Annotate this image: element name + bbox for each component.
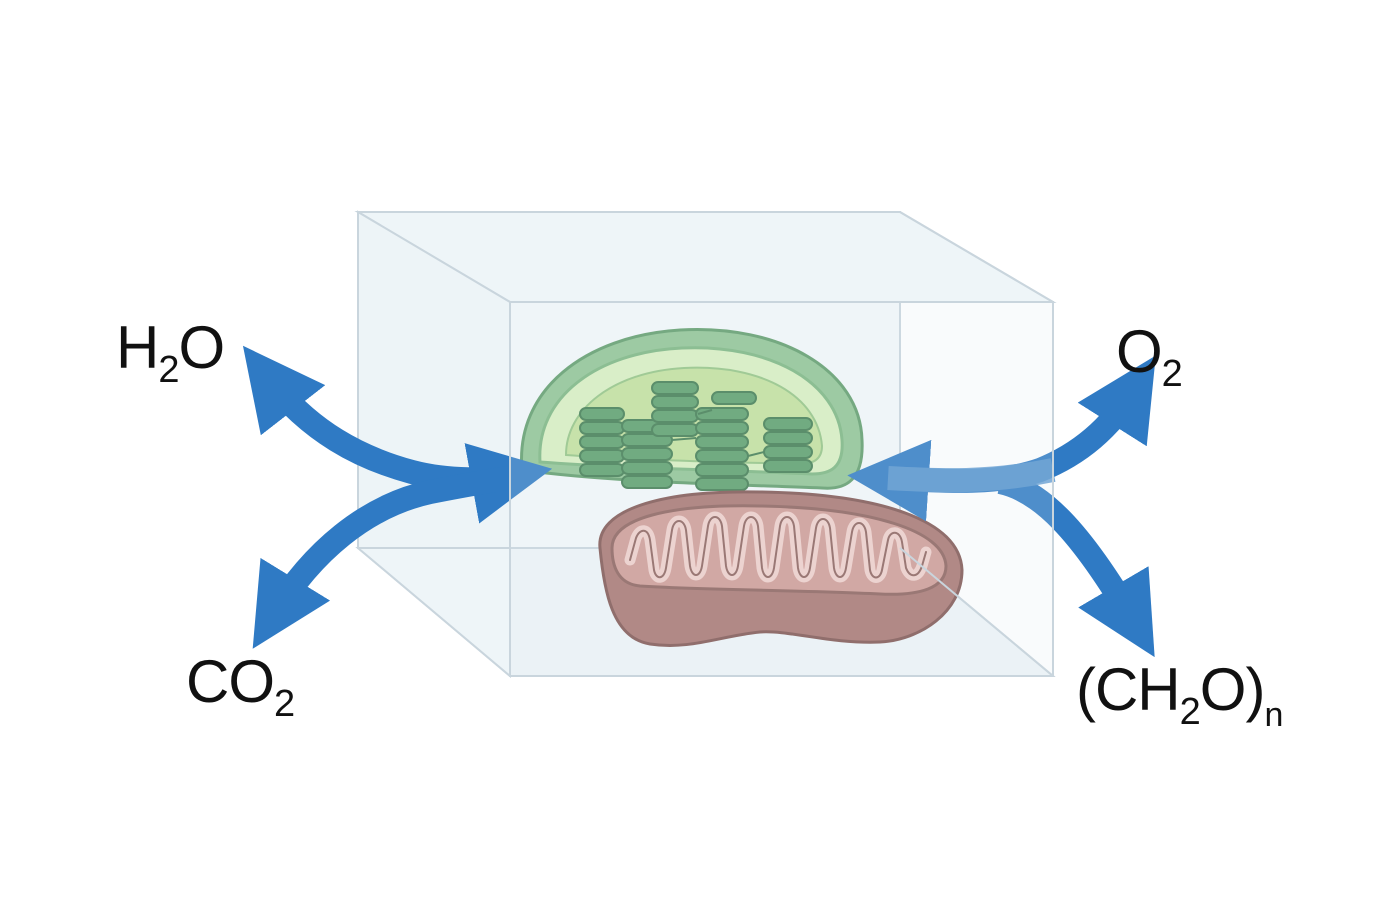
co2-arrow [252,465,515,649]
co2-label-sub: 2 [274,683,295,725]
ch2on-label-sub-n: n [1264,696,1283,734]
left-exchange-arrows [242,345,553,649]
h2o-label-o: O [178,314,225,381]
ch2on-label-part2: O) [1199,656,1266,723]
h2o-label: H2O [116,318,225,390]
o2-label: O2 [1116,322,1183,394]
mitochondrion [598,490,964,647]
h2o-label-h: H [116,314,159,381]
right-exchange-arrows [847,355,1156,658]
chloroplast [520,327,864,491]
co2-label-main: CO [186,648,275,715]
o2-label-main: O [1116,318,1163,385]
ch2on-label-part1: (CH [1076,656,1181,723]
box-front-edges [509,211,1054,677]
ch2on-label: (CH2O)n [1076,660,1283,733]
h2o-label-sub: 2 [158,349,179,391]
co2-label: CO2 [186,652,295,724]
o2-label-sub: 2 [1161,353,1183,395]
ch2on-label-sub: 2 [1179,691,1201,733]
